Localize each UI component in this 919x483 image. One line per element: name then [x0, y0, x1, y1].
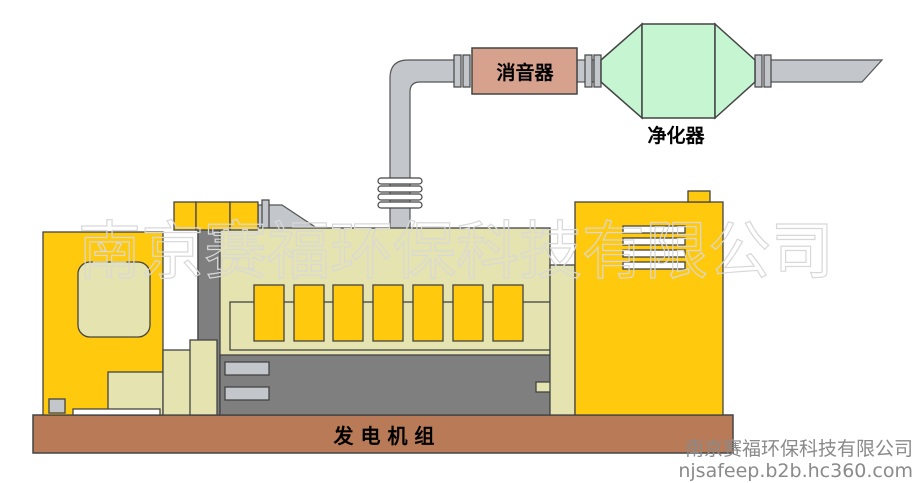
radiator: [42, 231, 164, 416]
bellows-joint: [377, 177, 423, 209]
genset-base: [32, 414, 734, 454]
watermark-center: 南京赛福环保科技有限公司: [78, 215, 834, 288]
watermark-url: njsafeep.b2b.hc360.com: [678, 460, 913, 482]
watermark-company: 南京赛福环保科技有限公司: [684, 438, 913, 460]
genset-label: 发 电 机 组: [333, 424, 435, 448]
alternator: [549, 190, 724, 416]
purifier-label: 净化器: [647, 124, 705, 147]
muffler: 消音器: [471, 47, 578, 95]
turbocharger: [173, 201, 259, 231]
muffler-label: 消音器: [496, 61, 554, 84]
purifier: [600, 22, 756, 120]
cylinder-heads: [253, 284, 524, 342]
